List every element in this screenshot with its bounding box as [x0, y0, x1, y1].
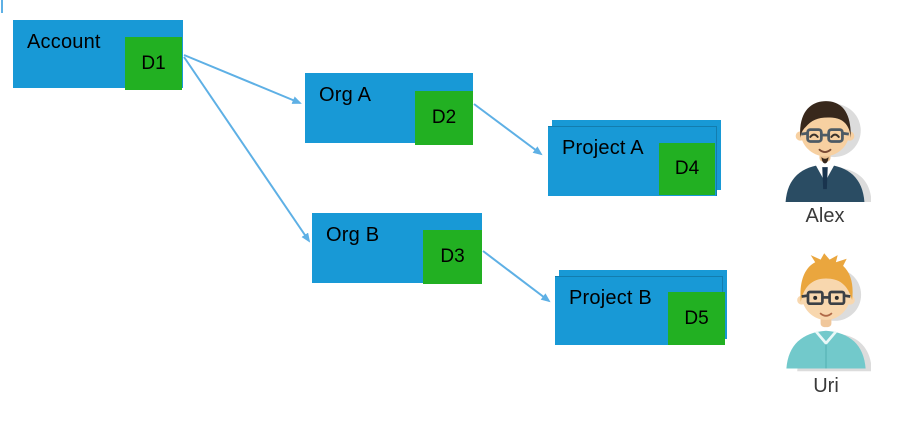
- node-org-b: Org B D3: [312, 213, 482, 284]
- node-project-b: Project B D5: [555, 270, 727, 345]
- node-org-a: Org A D2: [305, 73, 473, 145]
- node-label: Project A: [562, 137, 644, 159]
- node-project-a: Project A D4: [548, 120, 721, 196]
- badge-label: D1: [141, 52, 166, 74]
- user-name-alex: Alex: [805, 205, 845, 227]
- alex-avatar-icon: [785, 101, 871, 202]
- node-label: Account: [27, 31, 101, 53]
- glasses: [800, 128, 850, 143]
- canvas-edge-artifact: [1, 0, 3, 13]
- edge-d1-orgb: [183, 56, 311, 243]
- node-account: Account D1: [13, 20, 183, 90]
- permission-badge-d5: D5: [668, 292, 725, 345]
- uri-avatar-icon: [786, 253, 871, 372]
- permission-badge-d4: D4: [659, 143, 715, 195]
- user-name-uri: Uri: [813, 375, 839, 397]
- glasses: [801, 290, 851, 306]
- badge-label: D3: [440, 246, 465, 267]
- edge-d1-orga: [183, 54, 302, 104]
- permission-badge-d1: D1: [125, 37, 182, 90]
- node-label: Org B: [326, 224, 380, 246]
- badge-label: D4: [674, 158, 700, 179]
- badge-label: D2: [431, 107, 457, 128]
- closed-eyes: [809, 133, 840, 138]
- edge-d3-projectb: [482, 250, 551, 303]
- node-label: Project B: [569, 287, 652, 309]
- edge-d2-projecta: [473, 103, 543, 156]
- node-label: Org A: [319, 84, 372, 106]
- permission-badge-d3: D3: [423, 230, 482, 284]
- badge-label: D5: [684, 307, 709, 329]
- permission-badge-d2: D2: [415, 91, 473, 145]
